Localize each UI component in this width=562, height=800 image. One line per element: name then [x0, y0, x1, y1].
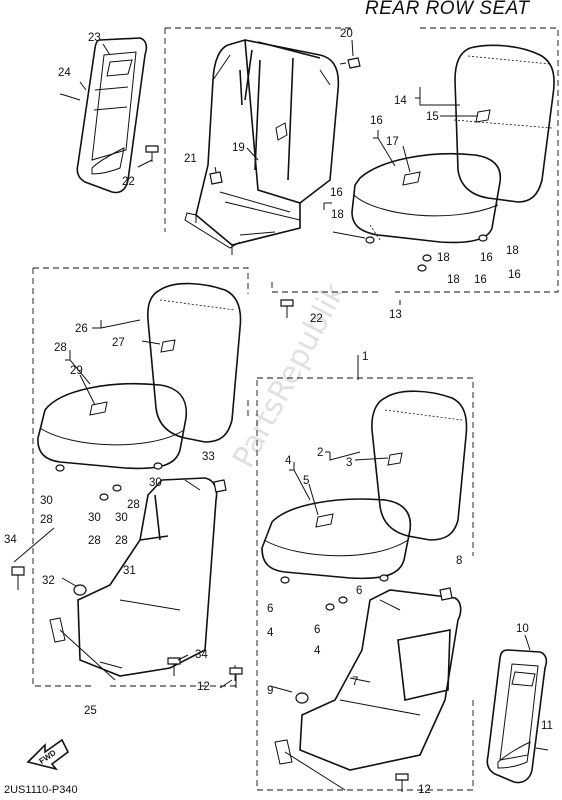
callout-17: 17	[386, 136, 399, 148]
callout-18-b: 18	[506, 245, 519, 257]
callout-13: 13	[389, 309, 402, 321]
callout-30-b: 30	[149, 477, 162, 489]
right-seat-cushion	[261, 498, 412, 580]
callout-15: 15	[426, 111, 439, 123]
callout-14: 14	[394, 95, 407, 107]
callout-16: 16	[370, 115, 383, 127]
callout-2: 2	[317, 447, 323, 459]
callout-28: 28	[54, 342, 67, 354]
callout-4-c: 4	[314, 645, 321, 657]
callout-labels: 23 24 22 21 19 20 14 15 16 17 16 18 18 1…	[4, 28, 553, 796]
callout-1: 1	[362, 351, 368, 363]
right-seat-group-box	[256, 377, 474, 791]
callout-7: 7	[352, 676, 358, 688]
callout-4: 4	[285, 455, 292, 467]
callout-12-b: 12	[418, 784, 431, 796]
callout-9: 9	[267, 685, 273, 697]
callout-4-b: 4	[267, 627, 274, 639]
callout-5: 5	[303, 475, 309, 487]
callout-11: 11	[541, 720, 553, 732]
callout-19: 19	[232, 142, 245, 154]
rear-grommets	[365, 234, 488, 272]
left-seat-frame	[49, 477, 218, 681]
right-side-panel	[486, 649, 548, 784]
rear-backrest	[453, 44, 555, 203]
callout-28-d: 28	[88, 535, 101, 547]
fwd-label: FWD	[38, 748, 58, 766]
right-backrest	[371, 390, 468, 541]
left-backrest	[147, 282, 242, 443]
left-seat-cushion	[37, 382, 188, 470]
callout-22-b: 22	[310, 313, 323, 325]
left-side-panel	[76, 37, 148, 194]
callout-33: 33	[202, 451, 215, 463]
callout-23: 23	[88, 32, 101, 44]
callout-18: 18	[331, 209, 344, 221]
callout-30-d: 30	[115, 512, 128, 524]
callout-8: 8	[456, 555, 462, 567]
callout-34-b: 34	[195, 649, 208, 661]
callout-10: 10	[516, 623, 529, 635]
callout-6: 6	[267, 603, 273, 615]
callout-22: 22	[122, 176, 135, 188]
callout-28-b: 28	[40, 514, 53, 526]
callout-25: 25	[84, 705, 97, 717]
callout-28-e: 28	[115, 535, 128, 547]
rear-row-group-box	[164, 27, 559, 293]
callout-26: 26	[75, 323, 88, 335]
callout-16-c: 16	[508, 269, 521, 281]
callout-18-c: 18	[437, 252, 450, 264]
callout-24: 24	[58, 67, 71, 79]
left-seat-group-box	[32, 267, 249, 687]
bolt-parts-left	[11, 462, 227, 676]
callout-3: 3	[346, 457, 352, 469]
callout-29: 29	[70, 365, 83, 377]
callout-16-e: 16	[474, 274, 487, 286]
leader-lines	[13, 39, 531, 693]
rear-seat-cushion	[351, 152, 502, 244]
callout-6-b: 6	[356, 585, 362, 597]
callout-30: 30	[40, 495, 53, 507]
callout-30-c: 30	[88, 512, 101, 524]
bolt-parts-rear	[145, 57, 361, 318]
callout-16-d: 16	[480, 252, 493, 264]
right-seat-frame	[274, 589, 462, 791]
callout-31: 31	[123, 565, 136, 577]
callout-18-d: 18	[447, 274, 460, 286]
callout-20: 20	[340, 28, 353, 40]
bolt-parts-right	[59, 93, 549, 792]
callout-27: 27	[112, 337, 125, 349]
callout-16-b: 16	[330, 187, 343, 199]
callout-28-c: 28	[127, 499, 140, 511]
callout-34: 34	[4, 534, 17, 546]
rear-seat-frame	[184, 38, 340, 255]
callout-12: 12	[197, 681, 210, 693]
callout-32: 32	[42, 575, 55, 587]
diagram-title: REAR ROW SEAT	[365, 0, 530, 19]
drawing-code: 2US1110-P340	[4, 784, 78, 796]
callout-21: 21	[184, 153, 197, 165]
fwd-arrow: FWD	[26, 738, 70, 771]
callout-6-c: 6	[314, 624, 320, 636]
